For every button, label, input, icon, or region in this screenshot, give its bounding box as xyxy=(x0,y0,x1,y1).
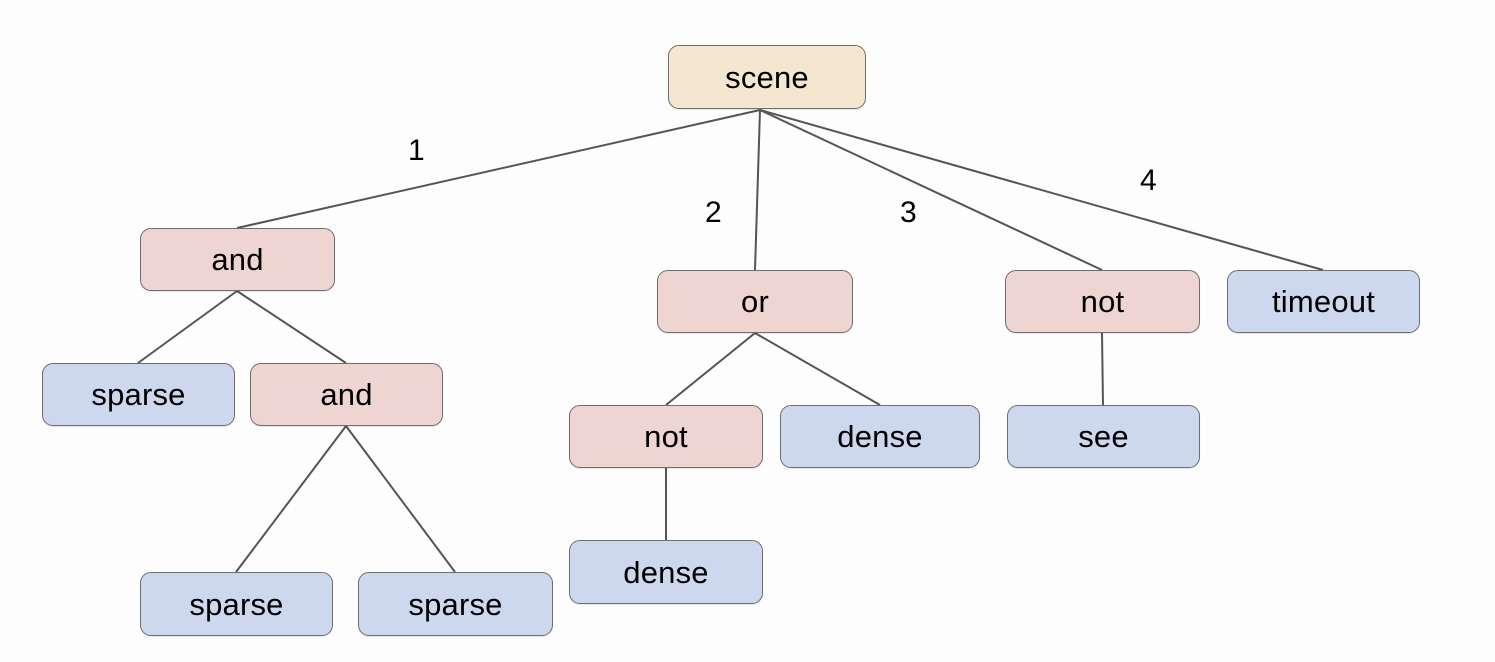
edge-label-4: 4 xyxy=(1140,164,1157,197)
edge-label-2: 2 xyxy=(705,196,722,229)
edge-label-1: 1 xyxy=(408,134,425,167)
tree-edge-and1-to-sparseA xyxy=(137,290,238,364)
tree-edge-and2-to-sparseB xyxy=(235,425,347,573)
tree-edge-and2-to-sparseC xyxy=(345,425,456,573)
tree-edge-not3-to-see xyxy=(1101,332,1104,406)
tree-edge-scene-to-timeout xyxy=(759,109,1324,271)
tree-node-sparseA[interactable]: sparse xyxy=(42,363,235,426)
tree-node-not3[interactable]: not xyxy=(1005,270,1200,333)
tree-node-or1[interactable]: or xyxy=(657,270,853,333)
tree-node-see[interactable]: see xyxy=(1007,405,1200,468)
edge-label-3: 3 xyxy=(900,196,917,229)
tree-edge-scene-to-and1 xyxy=(236,109,761,229)
tree-edge-or1-to-not2 xyxy=(665,332,756,406)
tree-node-sparseB[interactable]: sparse xyxy=(140,572,333,636)
tree-edge-and1-to-and2 xyxy=(236,290,347,364)
tree-node-denseA[interactable]: dense xyxy=(780,405,980,468)
tree-node-scene[interactable]: scene xyxy=(668,45,866,109)
tree-node-and1[interactable]: and xyxy=(140,228,335,291)
tree-edge-or1-to-denseA xyxy=(754,332,881,406)
tree-node-denseB[interactable]: dense xyxy=(569,540,763,604)
tree-node-and2[interactable]: and xyxy=(250,363,443,426)
tree-node-not2[interactable]: not xyxy=(569,405,763,468)
tree-edge-scene-to-not3 xyxy=(759,109,1103,271)
tree-node-timeout[interactable]: timeout xyxy=(1227,270,1420,333)
tree-node-sparseC[interactable]: sparse xyxy=(358,572,553,636)
tree-edge-scene-to-or1 xyxy=(754,109,761,271)
